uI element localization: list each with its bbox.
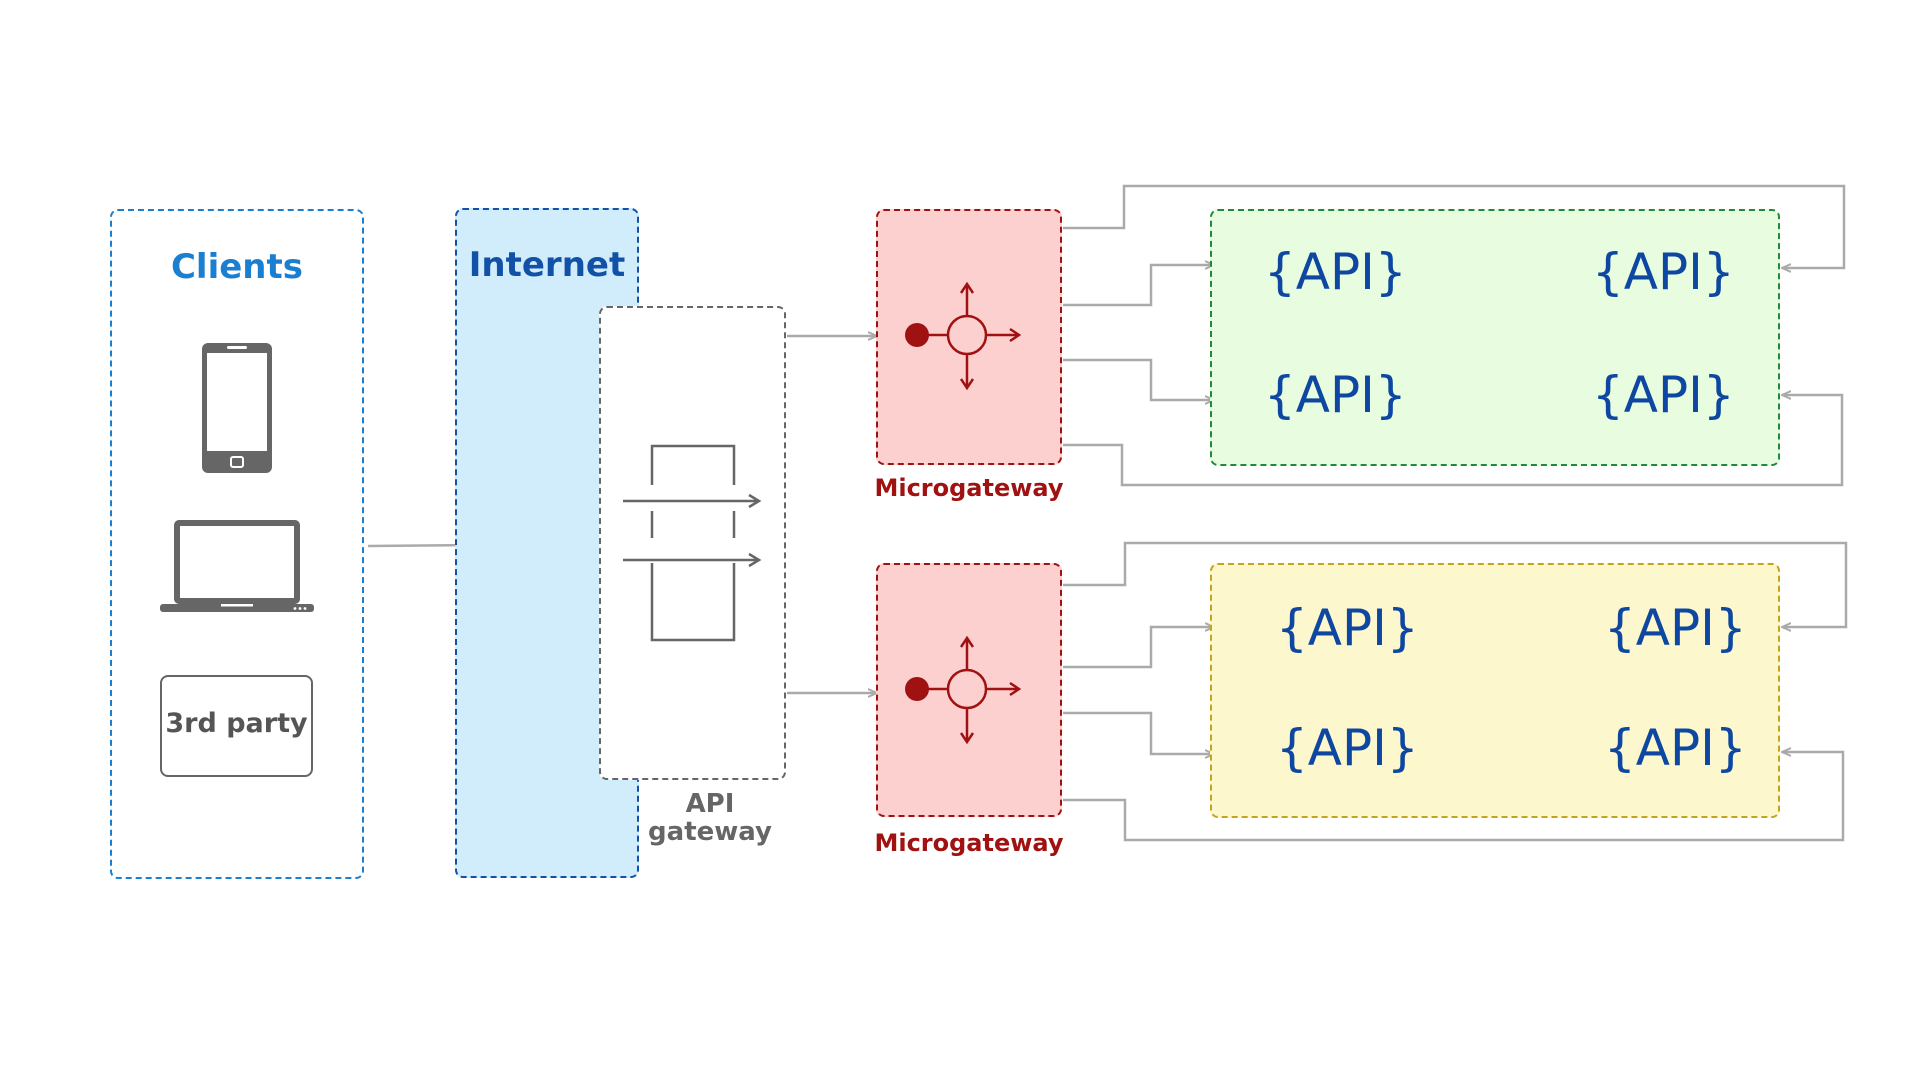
microgateway-1-label: Microgateway xyxy=(874,474,1064,502)
connector-micro2-top xyxy=(1063,541,1848,627)
microgateway-2 xyxy=(876,563,1062,817)
api-endpoint: {API} xyxy=(1604,719,1747,777)
api-gateway-label-line1: API xyxy=(685,789,735,819)
clients-panel xyxy=(110,209,364,879)
third-party-label: 3rd party xyxy=(165,708,308,739)
service-group-yellow xyxy=(1210,563,1780,818)
api-endpoint: {API} xyxy=(1264,366,1407,424)
third-party-client xyxy=(160,675,313,777)
smartphone-icon xyxy=(202,343,272,473)
api-gateway-label-line2: gateway xyxy=(648,817,772,847)
clients-title: Clients xyxy=(170,247,303,287)
api-endpoint: {API} xyxy=(1592,243,1735,301)
internet-title: Internet xyxy=(468,245,626,285)
connector-micro1-top xyxy=(1063,184,1846,268)
router-icon xyxy=(905,635,1022,745)
microgateway-2-label: Microgateway xyxy=(874,829,1064,857)
api-endpoint: {API} xyxy=(1276,599,1419,657)
connector-micro2-api-1 xyxy=(1063,627,1214,669)
api-endpoint: {API} xyxy=(1264,243,1407,301)
router-icon xyxy=(905,281,1022,391)
connector-micro2-bottom xyxy=(1063,752,1845,842)
api-endpoint: {API} xyxy=(1592,366,1735,424)
api-gateway-icon xyxy=(623,444,762,642)
connector-micro1-api-2 xyxy=(1063,358,1214,400)
service-group-yellow-apis: {API} {API} {API} {API} xyxy=(1276,599,1747,777)
laptop-icon xyxy=(160,520,314,612)
service-group-green xyxy=(1210,209,1780,466)
api-endpoint: {API} xyxy=(1604,599,1747,657)
connector-micro1-api-1 xyxy=(1063,265,1214,307)
api-gateway xyxy=(599,306,786,780)
connector-micro1-bottom xyxy=(1063,395,1844,487)
connector-micro2-api-2 xyxy=(1063,711,1214,754)
service-group-green-apis: {API} {API} {API} {API} xyxy=(1264,243,1735,424)
api-endpoint: {API} xyxy=(1276,719,1419,777)
